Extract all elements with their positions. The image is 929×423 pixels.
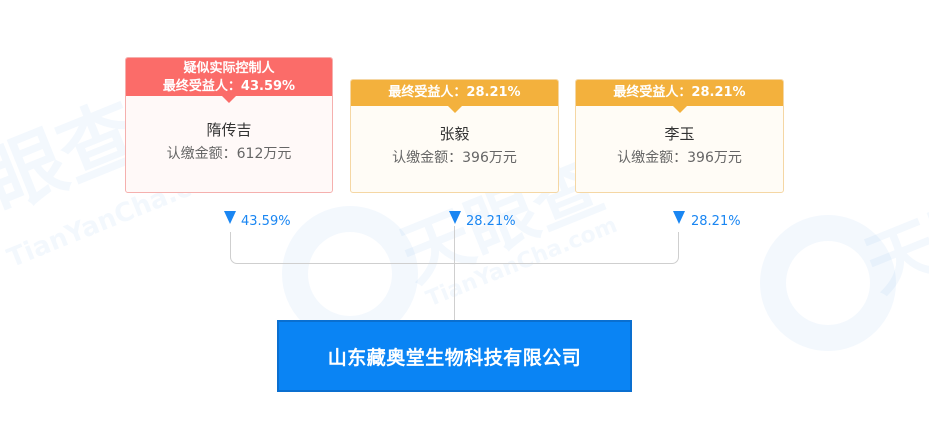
holder-badge-line1: 疑似实际控制人	[183, 61, 275, 76]
holder-name[interactable]: 李玉	[664, 125, 695, 143]
holder-amount: 认缴金额：396万元	[617, 150, 742, 166]
holder-card-3[interactable]: 最终受益人：28.21% 李玉 认缴金额：396万元	[575, 79, 784, 193]
watermark-brand-right: 天眼查	[854, 153, 929, 308]
arrow-down-icon	[673, 211, 685, 224]
holder-card-2[interactable]: 最终受益人：28.21% 张毅 认缴金额：396万元	[350, 79, 559, 193]
holder-name[interactable]: 隋传吉	[206, 121, 252, 139]
holder-badge-beneficiary: 最终受益人：28.21%	[576, 80, 783, 113]
holder-badge-line2: 最终受益人：43.59%	[162, 79, 296, 94]
edge-percent-2: 28.21%	[466, 214, 516, 229]
connector-trunk	[454, 226, 455, 320]
holder-card-1[interactable]: 疑似实际控制人 最终受益人：43.59% 隋传吉 认缴金额：612万元	[125, 57, 333, 193]
edge-percent-1: 43.59%	[241, 214, 291, 229]
watermark-logo-right	[760, 215, 896, 351]
holder-badge-beneficiary: 最终受益人：28.21%	[351, 80, 558, 113]
company-node[interactable]: 山东藏奥堂生物科技有限公司	[277, 320, 632, 392]
holder-amount: 认缴金额：612万元	[166, 146, 292, 162]
arrow-down-icon	[224, 211, 236, 224]
holder-amount: 认缴金额：396万元	[392, 150, 517, 166]
company-name: 山东藏奥堂生物科技有限公司	[327, 346, 582, 369]
arrow-down-icon	[449, 211, 461, 224]
edge-percent-3: 28.21%	[691, 214, 741, 229]
holder-name[interactable]: 张毅	[439, 125, 470, 143]
holder-badge-controller: 疑似实际控制人 最终受益人：43.59%	[126, 58, 332, 103]
